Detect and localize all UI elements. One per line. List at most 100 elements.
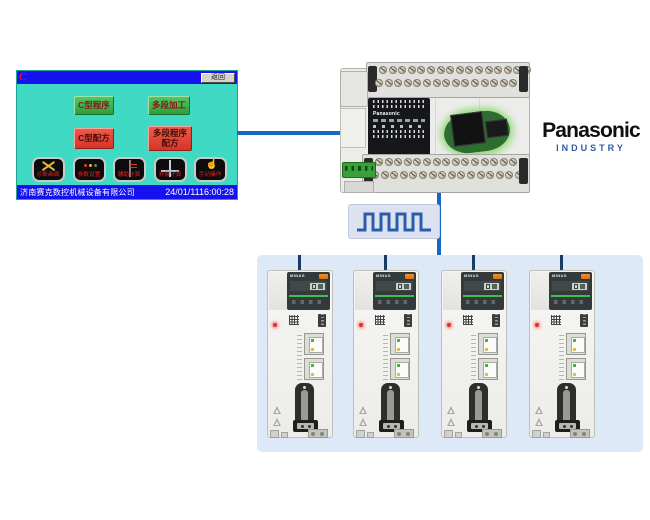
seven-segment-display — [290, 281, 327, 291]
toolbar-label: 参数设置 — [77, 172, 101, 178]
toolbar-label: 补偿计算 — [158, 172, 182, 178]
drive-buttons — [378, 300, 411, 304]
red-led — [273, 323, 277, 327]
mounting-screws — [394, 429, 414, 438]
plc-bottom-cover — [344, 181, 374, 193]
rj45-port — [478, 358, 498, 380]
connection-line-drive — [298, 255, 302, 271]
plc-io-led-row — [373, 100, 425, 103]
plc-expansion-port — [340, 71, 368, 107]
hmi-toolbar: 诊断画面 参数设置 辅助计算 补偿计算 手动操作 — [32, 157, 227, 182]
toolbar-label: 手动操作 — [199, 172, 222, 178]
laptop-icon — [169, 160, 171, 177]
warning-icon — [447, 418, 455, 426]
series-badge — [581, 274, 590, 279]
nav-button-multi-segment[interactable]: 多段加工 — [148, 96, 190, 115]
warning-icon — [535, 406, 543, 414]
rj45-port — [390, 358, 410, 380]
nav-button-c-program[interactable]: C型程序 — [74, 96, 114, 115]
green-terminal-block — [342, 162, 376, 178]
servo-drive: MINAS — [353, 255, 419, 440]
drive-buttons — [466, 300, 499, 304]
seven-segment-display — [464, 281, 501, 291]
drive-display-panel: MINAS — [287, 272, 330, 310]
warning-icon — [447, 406, 455, 414]
warning-icon — [359, 406, 367, 414]
series-badge — [319, 274, 328, 279]
hmi-statusbar: 济南赛克数控机械设备有限公司 24/01/1116:00:28 — [17, 185, 237, 199]
drive-brand-label: MINAS — [552, 273, 567, 278]
warning-icon — [535, 418, 543, 426]
servo-drive-body: MINAS — [529, 270, 595, 438]
drive-display-panel: MINAS — [461, 272, 504, 310]
plc-brand-label: Panasonic — [373, 111, 400, 117]
seven-segment-display — [552, 281, 589, 291]
rj45-port — [390, 333, 410, 355]
pulse-signal-icon — [348, 204, 440, 239]
qr-code — [551, 315, 561, 325]
toolbar-button-aux-calc[interactable]: 辅助计算 — [113, 157, 146, 182]
panasonic-logo: Panasonic INDUSTRY — [536, 119, 646, 153]
servo-drive-body: MINAS — [267, 270, 333, 438]
mounting-screws — [482, 429, 502, 438]
small-connector — [404, 314, 412, 327]
servo-drive-panel: MINAS — [257, 255, 643, 452]
red-led — [535, 323, 539, 327]
plc-io-led-row — [373, 105, 425, 108]
connection-line-drive — [472, 255, 476, 271]
servo-drive: MINAS — [529, 255, 595, 440]
pcb-chip — [450, 111, 486, 147]
plc-unit: Panasonic — [340, 62, 532, 195]
toolbar-label: 辅助计算 — [118, 172, 141, 178]
drive-brand-label: MINAS — [464, 273, 479, 278]
small-connector — [580, 314, 588, 327]
brand-wordmark: Panasonic — [542, 119, 641, 142]
nav-button-multi-segment-recipe[interactable]: 多段程序 配方 — [148, 126, 192, 151]
circuit-board — [436, 104, 518, 162]
rj45-port — [566, 333, 586, 355]
toolbar-button-comp-calc[interactable]: 补偿计算 — [153, 157, 187, 182]
drive-brand-label: MINAS — [290, 273, 305, 278]
toolbar-button-parameters[interactable]: 参数设置 — [72, 157, 106, 182]
calculator-icon — [128, 160, 131, 177]
hmi-logo: C — [19, 71, 27, 83]
hmi-main-area: C型程序 多段加工 C型配方 多段程序 配方 诊断画面 参数设置 辅助计算 — [17, 84, 237, 185]
plc-io-led-row — [373, 130, 425, 133]
hmi-titlebar: C 返回 — [17, 71, 237, 84]
tools-icon — [40, 161, 58, 171]
toolbar-button-manual[interactable]: 手动操作 — [194, 157, 227, 182]
plc-side-cover — [340, 108, 366, 148]
rj45-port — [304, 358, 324, 380]
company-name: 济南赛克数控机械设备有限公司 — [20, 187, 135, 197]
hand-icon — [202, 159, 220, 171]
qr-code — [375, 315, 385, 325]
toolbar-button-diagnostics[interactable]: 诊断画面 — [32, 157, 65, 182]
seven-segment-display — [376, 281, 413, 291]
plc-terminal-strip-top — [366, 62, 531, 98]
toolbar-label: 诊断画面 — [37, 172, 60, 178]
series-badge — [493, 274, 502, 279]
drive-buttons — [554, 300, 587, 304]
warning-icon — [273, 418, 281, 426]
red-led — [359, 323, 363, 327]
drive-buttons — [292, 300, 325, 304]
qr-code — [463, 315, 473, 325]
warning-icon — [359, 418, 367, 426]
servo-drive: MINAS — [267, 255, 333, 440]
return-button[interactable]: 返回 — [201, 72, 235, 83]
plc-model-text — [373, 119, 425, 122]
drive-display-panel: MINAS — [549, 272, 592, 310]
mounting-screws — [308, 429, 328, 438]
mounting-screws — [570, 429, 590, 438]
nav-button-c-recipe[interactable]: C型配方 — [74, 128, 114, 149]
red-led — [447, 323, 451, 327]
plc-terminal-strip-bottom — [362, 154, 530, 193]
rj45-port — [478, 333, 498, 355]
plc-status-leds — [373, 125, 425, 128]
datetime-display: 24/01/1116:00:28 — [165, 187, 234, 197]
servo-drive-body: MINAS — [441, 270, 507, 438]
drive-brand-label: MINAS — [376, 273, 391, 278]
servo-drive: MINAS — [441, 255, 507, 440]
series-badge — [405, 274, 414, 279]
